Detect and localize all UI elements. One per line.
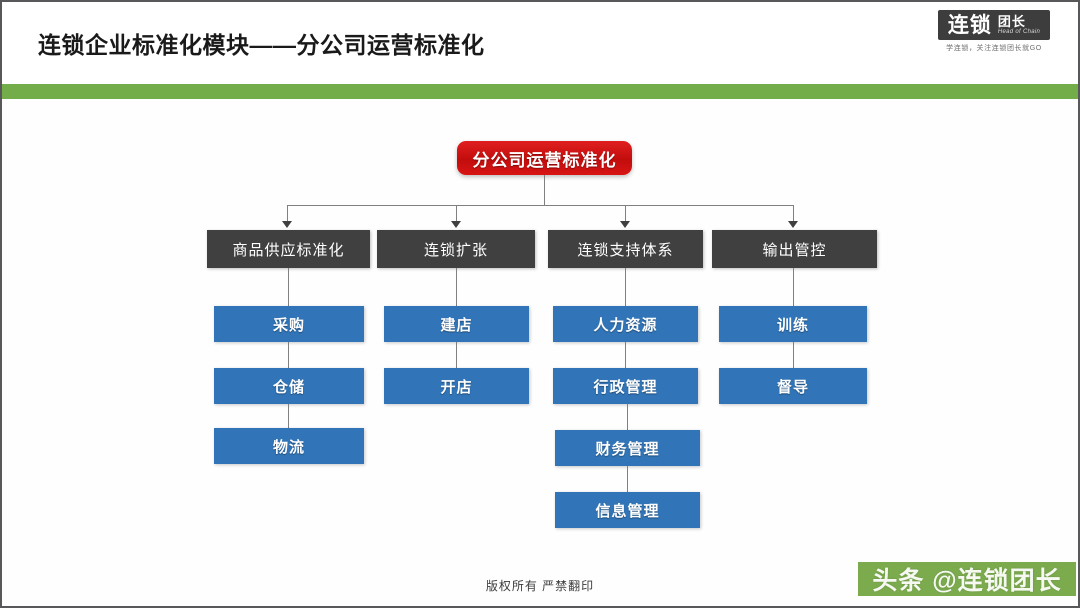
connector-b1-l2 [288, 342, 289, 368]
category-node-4[interactable]: 输出管控 [712, 230, 877, 268]
connector-b2-l2 [456, 342, 457, 368]
connector-drop-1 [287, 205, 288, 222]
connector-b3-l1 [625, 268, 626, 306]
root-node[interactable]: 分公司运营标准化 [457, 141, 632, 175]
category-node-1[interactable]: 商品供应标准化 [207, 230, 370, 268]
connector-b3-l2 [625, 342, 626, 368]
connector-b1-l3 [288, 404, 289, 428]
logo-tagline: 学连锁，关注连锁团长就GO [946, 45, 1042, 52]
arrow-head-3 [620, 221, 630, 228]
connector-b3-l4 [627, 466, 628, 492]
leaf-node-3-3[interactable]: 财务管理 [555, 430, 700, 466]
connector-drop-2 [456, 205, 457, 222]
connector-drop-4 [793, 205, 794, 222]
leaf-node-3-1[interactable]: 人力资源 [553, 306, 698, 342]
leaf-node-2-1[interactable]: 建店 [384, 306, 529, 342]
connector-root-bus [287, 205, 794, 206]
connector-drop-3 [625, 205, 626, 222]
leaf-node-4-1[interactable]: 训练 [719, 306, 867, 342]
logo-english-text: Head of Chain [997, 28, 1041, 35]
logo-main-text: 连锁 [947, 14, 992, 37]
leaf-node-1-1[interactable]: 采购 [214, 306, 364, 342]
arrow-head-4 [788, 221, 798, 228]
logo-badge: 连锁 团长 Head of Chain [937, 10, 1051, 40]
page-title: 连锁企业标准化模块——分公司运营标准化 [38, 32, 485, 58]
category-node-3[interactable]: 连锁支持体系 [548, 230, 703, 268]
leaf-node-2-2[interactable]: 开店 [384, 368, 529, 404]
brand-logo: 连锁 团长 Head of Chain 学连锁，关注连锁团长就GO [924, 10, 1064, 53]
org-chart: 分公司运营标准化 商品供应标准化 采购 仓储 物流 连锁扩张 建店 开店 连锁支… [2, 99, 1078, 606]
leaf-node-3-2[interactable]: 行政管理 [553, 368, 698, 404]
watermark: 头条 @连锁团长 [858, 562, 1076, 596]
connector-b2-l1 [456, 268, 457, 306]
leaf-node-3-4[interactable]: 信息管理 [555, 492, 700, 528]
copyright-notice: 版权所有 严禁翻印 [485, 579, 595, 593]
connector-b4-l2 [793, 342, 794, 368]
connector-b1-l1 [288, 268, 289, 306]
arrow-head-2 [451, 221, 461, 228]
connector-root-stem [544, 175, 545, 205]
category-node-2[interactable]: 连锁扩张 [377, 230, 535, 268]
connector-b4-l1 [793, 268, 794, 306]
connector-b3-l3 [627, 404, 628, 430]
leaf-node-1-3[interactable]: 物流 [214, 428, 364, 464]
slide-header: 连锁企业标准化模块——分公司运营标准化 连锁 团长 Head of Chain … [2, 2, 1078, 82]
watermark-text: 头条 @连锁团长 [872, 567, 1062, 595]
leaf-node-4-2[interactable]: 督导 [719, 368, 867, 404]
arrow-head-1 [282, 221, 292, 228]
header-divider-bar [2, 84, 1078, 99]
leaf-node-1-2[interactable]: 仓储 [214, 368, 364, 404]
logo-sub-text: 团长 [997, 14, 1026, 30]
